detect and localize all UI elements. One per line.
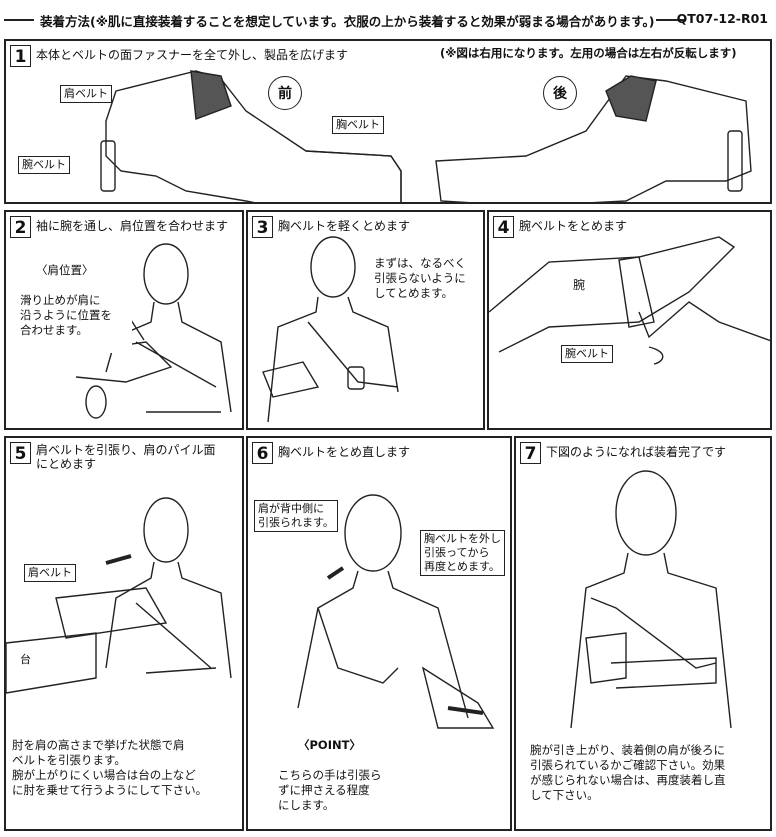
step-3-panel: 3 胸ベルトを軽くとめます まずは、なるべく 引張らないように してとめます。 [246,210,485,430]
header-rule-right [656,19,686,21]
header-rule-left [4,19,34,21]
step-6-illustration [297,494,495,729]
step-number: 7 [520,442,541,464]
stand-label: 台 [20,653,31,666]
shoulder-belt-label: 肩ベルト [24,564,76,582]
step-7-illustration [570,470,732,729]
step-5-note: 肘を肩の高さまで挙げた状態で肩 ベルトを引張ります。 腕が上がりにくい場合は台の… [12,738,238,798]
shoulder-belt-label: 肩ベルト [60,85,112,103]
step-7-panel: 7 下図のようになれば装着完了です 腕が引き上がり、装着側の肩が後ろに 引張られ… [514,436,772,831]
note-subhead: 〈肩位置〉 [36,263,94,277]
point-note: 〈POINT〉 こちらの手は引張ら ずに押さえる程度 にします。 [278,723,408,828]
step-3-illustration [262,236,399,423]
step-3-note: まずは、なるべく 引張らないように してとめます。 [374,256,483,301]
step-number: 5 [10,442,31,464]
step-4-panel: 4 腕ベルトをとめます 腕 腕ベルト [487,210,772,430]
step-title: 胸ベルトを軽くとめます [278,219,411,233]
product-illustration [100,70,752,202]
header-title: 装着方法(※肌に直接装着することを想定しています。衣服の上から装着すると効果が弱… [40,14,655,29]
step-number: 4 [493,216,514,238]
chest-belt-label: 胸ベルト [332,116,384,134]
mirror-note: (※図は右用になります。左用の場合は左右が反転します) [440,46,737,60]
point-head: 〈POINT〉 [298,738,361,752]
step-6-panel: 6 胸ベルトをとめ直します 肩が背中側に 引張られます。 胸ベルトを外し 引張っ… [246,436,512,831]
step-7-note: 腕が引き上がり、装着側の肩が後ろに 引張られているかご確認下さい。効果 が感じら… [530,743,766,803]
step-number: 3 [252,216,273,238]
arm-belt-label: 腕ベルト [561,345,613,363]
arm-belt-label: 腕ベルト [18,156,70,174]
shoulder-pulled-label: 肩が背中側に 引張られます。 [254,500,338,532]
step-4-illustration [489,236,770,365]
front-view-marker: 前 [268,76,302,110]
step-title: 肩ベルトを引張り、肩のパイル面 にとめます [36,443,216,471]
note-text: 滑り止めが肩に 沿うように位置を 合わせます。 [20,293,112,337]
step-5-panel: 5 肩ベルトを引張り、肩のパイル面 にとめます 肩ベルト 台 肘を肩の高さまで挙… [4,436,244,831]
step-title: 本体とベルトの面ファスナーを全て外し、製品を広げます [36,48,349,62]
step-title: 袖に腕を通し、肩位置を合わせます [36,219,229,233]
step-number: 2 [10,216,31,238]
shoulder-position-note: 〈肩位置〉 滑り止めが肩に 沿うように位置を 合わせます。 [20,248,132,353]
header: 装着方法(※肌に直接装着することを想定しています。衣服の上から装着すると効果が弱… [4,10,772,32]
rebelt-label: 胸ベルトを外し 引張ってから 再度とめます。 [420,530,505,576]
step-title: 下図のようになれば装着完了です [546,445,727,459]
point-text: こちらの手は引張ら ずに押さえる程度 にします。 [278,768,382,812]
back-view-marker: 後 [543,76,577,110]
step-2-panel: 2 袖に腕を通し、肩位置を合わせます 〈肩位置〉 滑り止めが肩に 沿うように位置… [4,210,244,430]
step-title: 腕ベルトをとめます [519,219,628,233]
step-5-illustration [6,497,232,694]
step-number: 1 [10,45,31,67]
document-code: QT07-12-R01 [676,11,768,26]
step-1-panel: 1 本体とベルトの面ファスナーを全て外し、製品を広げます (※図は右用になります… [4,39,772,204]
step-number: 6 [252,442,273,464]
step-title: 胸ベルトをとめ直します [278,445,411,459]
arm-label: 腕 [573,278,586,292]
